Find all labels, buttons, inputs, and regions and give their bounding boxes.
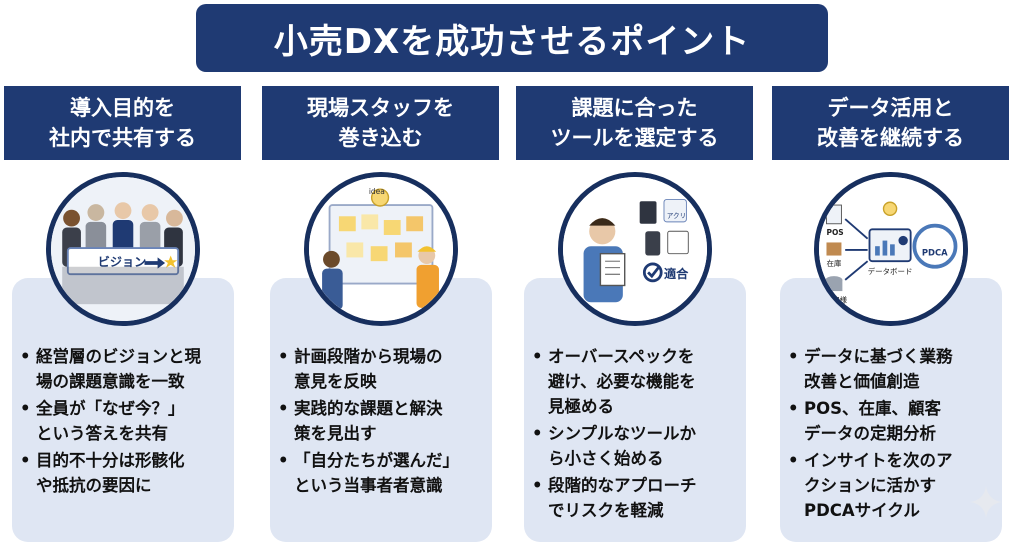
column-choose-tools: 課題に合った ツールを選定する アクリ 適合 オーバースペックを避け、必要な機能… [516, 86, 753, 542]
column-heading: 導入目的を 社内で共有する [4, 86, 241, 160]
bullet-item: 全員が「なぜ今？」という答えを共有 [18, 396, 230, 446]
illustration-idea-board: idea [304, 172, 458, 326]
illustration-tool-selection: アクリ 適合 [558, 172, 712, 326]
dashboard-label: データボード [868, 266, 913, 276]
app-label: アクリ [667, 212, 686, 220]
column-data-improvement: データ活用と 改善を継続する POS 在庫 お客様 データボード PDCA デー… [772, 86, 1009, 542]
team-vision-illustration: ビジョン [51, 177, 195, 321]
idea-label: idea [369, 187, 385, 196]
fit-label: 適合 [664, 266, 689, 281]
illustration-team-vision: ビジョン [46, 172, 200, 326]
sparkle-icon [970, 486, 1002, 518]
vision-label: ビジョン [98, 254, 147, 269]
pdca-label: PDCA [922, 248, 948, 258]
page-title: 小売DXを成功させるポイント [273, 21, 751, 62]
inventory-label: 在庫 [826, 258, 841, 268]
pdca-data-illustration: POS 在庫 お客様 データボード PDCA [819, 177, 963, 321]
page-title-banner: 小売DXを成功させるポイント [196, 4, 828, 72]
illustration-pdca-data: POS 在庫 お客様 データボード PDCA [814, 172, 968, 326]
pos-label: POS [826, 228, 843, 237]
column-heading: 現場スタッフを 巻き込む [262, 86, 499, 160]
tool-selection-illustration: アクリ 適合 [563, 177, 707, 321]
bullet-item: 「自分たちが選んだ」という当事者者意識 [276, 448, 488, 498]
idea-board-illustration: idea [309, 177, 453, 321]
column-heading: 課題に合った ツールを選定する [516, 86, 753, 160]
column-heading: データ活用と 改善を継続する [772, 86, 1009, 160]
